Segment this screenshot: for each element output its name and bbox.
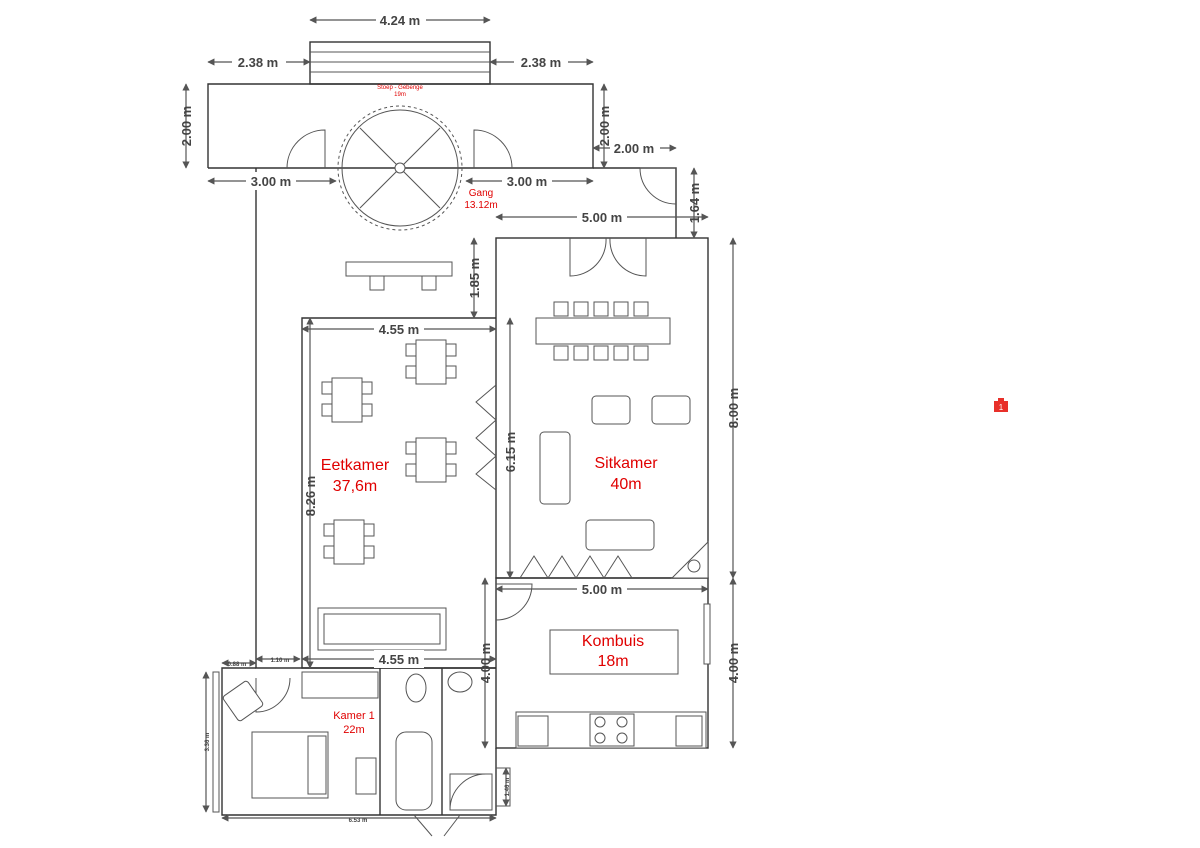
room-gang-area: 13.12m [464,200,497,211]
dim-kamer-b: 1.10 m [271,658,290,664]
dim-stoep-right: 2.38 m [521,55,561,70]
room-gang-name: Gang [469,188,493,199]
dim-sitkamer-height: 8.00 m [726,388,741,428]
dim-eetkamer-bottom: 4.55 m [379,652,419,667]
dim-eetkamer-top: 4.55 m [379,322,419,337]
dim-kamer-bottom: 6.53 m [349,818,368,824]
room-kamer-name: Kamer 1 [333,710,375,722]
room-eetkamer-name: Eetkamer [321,457,390,474]
room-sitkamer-name: Sitkamer [594,455,658,472]
dim-kamer-a: 0.88 m [228,662,247,668]
dim-gang-right: 3.00 m [507,174,547,189]
room-eetkamer-area: 37,6m [333,478,377,495]
room-labels: Stoep - Gebenge 19m Gang 13.12m Eetkamer… [321,85,658,736]
dim-bifold: 6.15 m [503,432,518,472]
dim-kamer-side: 3.36 m [205,733,211,752]
room-kamer-area: 22m [343,724,364,736]
dimension-labels: 4.24 m 2.38 m 2.38 m 2.00 m 2.00 m 3.00 … [179,11,741,824]
dim-stoep-depth-right: 2.00 m [597,106,612,146]
dim-gang-left: 3.00 m [251,174,291,189]
room-stoep-area: 19m [394,92,406,98]
dim-kombuis-left: 4.00 m [478,643,493,683]
dim-sitkamer-top: 5.00 m [582,210,622,225]
dim-top-width: 4.24 m [380,13,420,28]
dim-kombuis-top: 5.00 m [582,582,622,597]
marker-label: 1 [999,403,1004,412]
room-sitkamer-area: 40m [610,476,641,493]
furniture [222,105,709,811]
dim-passage: 1.85 m [467,258,482,298]
room-stoep-name: Stoep - Gebenge [377,85,423,91]
dim-bath-small: 1.46 m [505,778,511,797]
marker-icon[interactable]: 1 [994,398,1008,412]
dim-entry-width: 2.00 m [614,141,654,156]
room-kombuis-name: Kombuis [582,633,644,650]
dim-stoep-depth-left: 2.00 m [179,106,194,146]
room-kombuis-area: 18m [597,653,628,670]
dim-entry-depth: 1.64 m [687,183,702,223]
dim-eetkamer-height: 8.26 m [303,476,318,516]
dim-stoep-left: 2.38 m [238,55,278,70]
dim-kombuis-right: 4.00 m [726,643,741,683]
